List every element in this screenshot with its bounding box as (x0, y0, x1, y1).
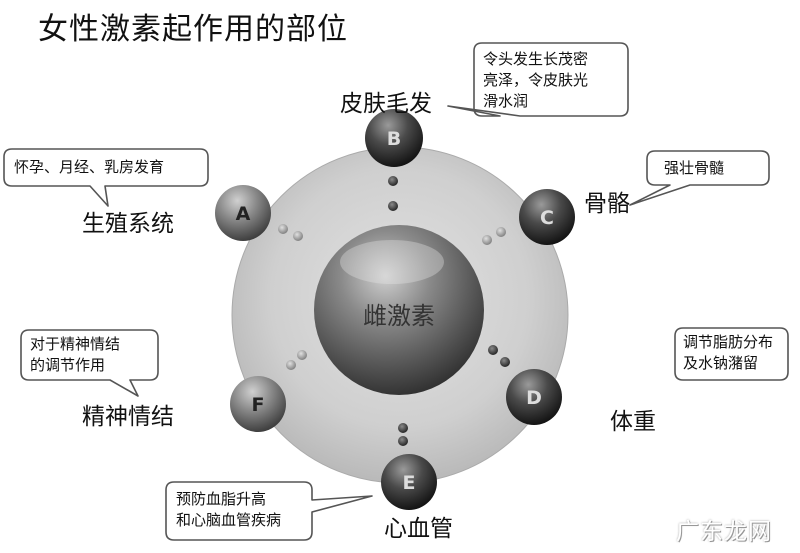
note-f: 对于精神情结 的调节作用 (30, 334, 120, 376)
bubble-e (165, 481, 373, 541)
note-d-line: 调节脂肪分布 (683, 333, 774, 351)
note-f-line: 的调节作用 (30, 356, 106, 374)
node-label-a: 生殖系统 (82, 211, 174, 237)
node-ball-d: D (506, 369, 562, 425)
note-b: 令头发生长茂密 亮泽，令皮肤光 滑水润 (483, 49, 588, 112)
node-letter-e: E (403, 472, 416, 494)
note-c-line: 强壮骨髓 (664, 159, 725, 177)
bubble-a (3, 148, 209, 207)
node-letter-c: C (540, 207, 554, 229)
node-ball-c: C (519, 189, 575, 245)
connector-dots (278, 176, 510, 446)
node-label-c: 骨骼 (584, 191, 630, 217)
node-letter-d: D (526, 387, 542, 409)
node-ball-b: B (365, 109, 423, 167)
node-label-f: 精神情结 (82, 404, 174, 430)
note-b-line: 滑水润 (483, 92, 529, 110)
node-label-e: 心血管 (384, 516, 453, 542)
note-c: 强壮骨髓 (664, 158, 724, 179)
node-label-d: 体重 (610, 409, 656, 435)
note-f-line: 对于精神情结 (30, 335, 121, 353)
watermark: 广东龙网 (676, 519, 772, 545)
note-d: 调节脂肪分布 及水钠潴留 (683, 332, 773, 374)
note-e-line: 和心脑血管疾病 (176, 511, 282, 529)
note-e: 预防血脂升高 和心脑血管疾病 (176, 489, 281, 531)
page-title: 女性激素起作用的部位 (38, 12, 348, 47)
node-letter-b: B (387, 128, 401, 150)
note-e-line: 预防血脂升高 (176, 490, 267, 508)
center-sphere (314, 225, 484, 395)
speech-bubbles (3, 42, 789, 541)
bubble-b (447, 42, 629, 117)
node-label-b: 皮肤毛发 (340, 91, 432, 117)
bubble-f (20, 329, 159, 397)
node-letter-a: A (236, 203, 251, 225)
note-b-line: 亮泽，令皮肤光 (483, 71, 589, 89)
node-ball-e: E (381, 454, 437, 510)
node-ball-f: F (230, 376, 286, 432)
node-ball-a: A (215, 185, 271, 241)
center-label: 雌激素 (363, 302, 435, 330)
note-b-line: 令头发生长茂密 (483, 50, 589, 68)
note-a-line: 怀孕、月经、乳房发育 (14, 158, 165, 176)
bubble-d (674, 327, 789, 381)
bubble-c (629, 150, 770, 206)
note-d-line: 及水钠潴留 (683, 354, 759, 372)
node-letter-f: F (252, 394, 265, 416)
note-a: 怀孕、月经、乳房发育 (14, 157, 164, 178)
